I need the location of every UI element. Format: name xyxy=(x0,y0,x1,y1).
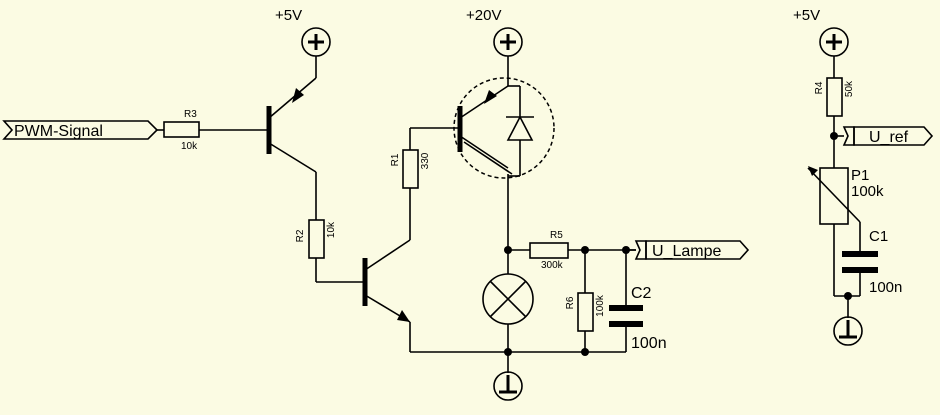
lamp xyxy=(482,273,534,352)
resistor-r1-value: 330 xyxy=(420,152,431,169)
potentiometer-p1-value: 100k xyxy=(851,183,884,200)
ref-port-label: U_ref xyxy=(869,129,909,146)
supply-5v-left-label: +5V xyxy=(275,7,302,24)
emitter-arrow-icon xyxy=(292,88,304,103)
lamp-port-label: U_Lampe xyxy=(652,243,721,260)
ground-symbol-main xyxy=(493,352,523,401)
capacitor-c2: C2 100n xyxy=(609,250,667,352)
resistor-r4-body xyxy=(826,77,843,117)
capacitor-c1-name: C1 xyxy=(869,228,888,245)
supply-20v: +20V xyxy=(466,7,523,86)
pwm-input-port: PWM-Signal xyxy=(2,120,164,140)
junction-dot xyxy=(581,348,589,356)
ground-icon xyxy=(493,371,523,401)
resistor-r3: R3 10k xyxy=(163,109,269,152)
resistor-r1-name: R1 xyxy=(390,153,401,166)
ground-icon xyxy=(833,316,863,346)
resistor-r4-value: 50k xyxy=(844,80,855,97)
resistor-r2-value: 10k xyxy=(326,221,337,238)
resistor-r5: R5 300k xyxy=(508,230,636,271)
supply-5v-right: +5V xyxy=(793,7,849,78)
ref-port-flag xyxy=(853,126,934,146)
resistor-r2: R2 10k xyxy=(295,219,365,283)
resistor-r5-body xyxy=(529,242,569,259)
supply-5v-left: +5V xyxy=(275,7,331,78)
ground-symbol-ref xyxy=(833,296,863,346)
pwm-port-label: PWM-Signal xyxy=(14,123,103,140)
resistor-r3-name: R3 xyxy=(184,109,197,120)
emitter-arrow-icon xyxy=(484,90,497,104)
resistor-r4-name: R4 xyxy=(814,81,825,94)
resistor-r5-name: R5 xyxy=(550,230,563,241)
potentiometer-p1: P1 100k xyxy=(807,166,884,296)
transistor-package-outline xyxy=(453,77,555,179)
pwm-port-flag xyxy=(2,120,159,140)
lamp-port-flag xyxy=(645,240,750,260)
capacitor-c2-value: 100n xyxy=(631,335,667,352)
resistor-r2-body xyxy=(308,219,325,259)
pnp-power-transistor-q3 xyxy=(453,77,555,250)
resistor-r3-value: 10k xyxy=(181,141,198,152)
resistor-r1-body xyxy=(402,149,419,189)
ref-output-port: U_ref xyxy=(834,126,934,146)
capacitor-c2-name: C2 xyxy=(631,285,652,302)
supply-5v-right-label: +5V xyxy=(793,7,820,24)
resistor-r1: R1 330 xyxy=(390,127,460,189)
resistor-r2-name: R2 xyxy=(295,229,306,242)
supply-20v-label: +20V xyxy=(466,7,501,24)
resistor-r6-body xyxy=(577,292,594,332)
resistor-r5-value: 300k xyxy=(541,260,564,271)
resistor-r6: R6 100k xyxy=(565,250,606,352)
resistor-r6-value: 100k xyxy=(595,294,606,317)
lamp-output-port: U_Lampe xyxy=(626,240,750,260)
capacitor-c1-value: 100n xyxy=(869,279,902,296)
resistor-r3-body xyxy=(163,121,200,138)
resistor-r4: R4 50k xyxy=(814,77,855,168)
potentiometer-p1-name: P1 xyxy=(851,167,869,184)
pnp-transistor-q1 xyxy=(266,77,317,220)
npn-transistor-q2 xyxy=(362,188,411,352)
resistor-r6-name: R6 xyxy=(565,296,576,309)
adjust-arrow-icon xyxy=(808,166,818,176)
diode-icon xyxy=(506,115,534,141)
capacitor-c1: C1 100n xyxy=(834,222,902,297)
emitter-arrow-icon xyxy=(397,310,410,322)
